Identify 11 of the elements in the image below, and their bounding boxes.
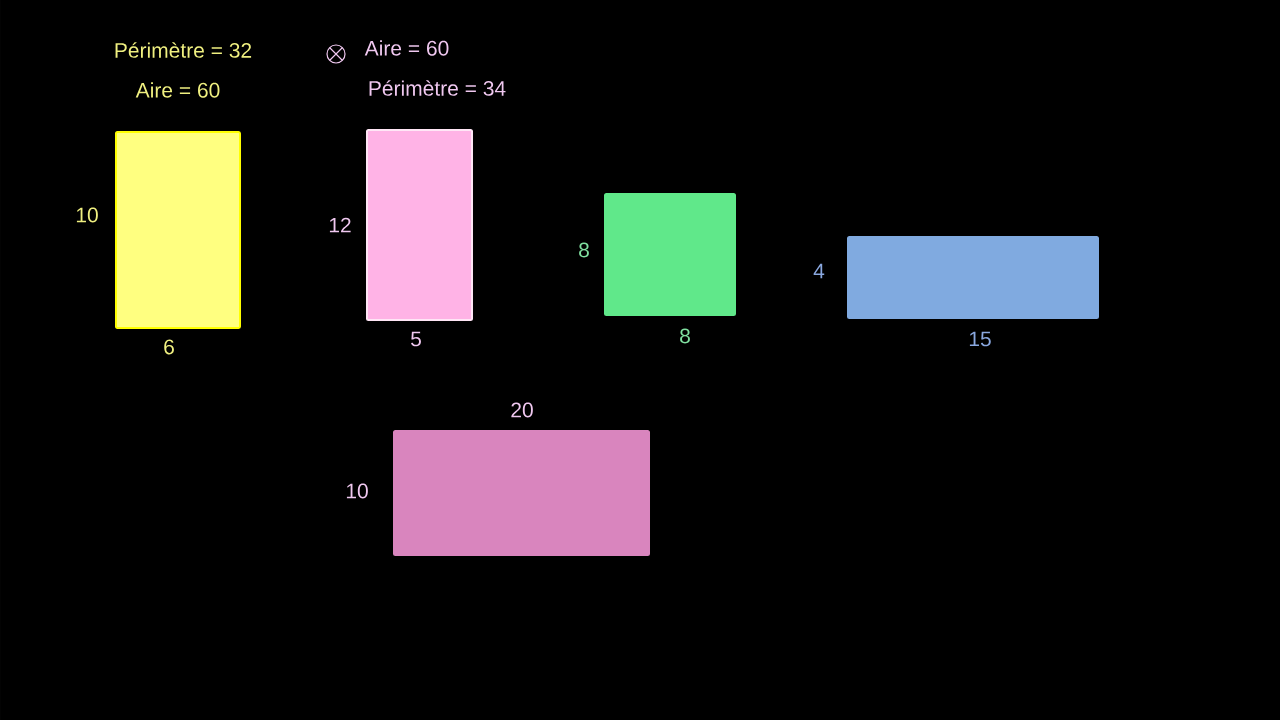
rectangle — [847, 236, 1099, 319]
dimension-label: 4 — [813, 263, 825, 279]
dimension-label: 10 — [346, 483, 368, 499]
formula-text: Périmètre = 34 — [369, 80, 506, 96]
rectangle — [604, 193, 736, 316]
rectangle — [115, 131, 241, 329]
formula-text: Aire = 60 — [364, 40, 449, 56]
rectangle — [366, 129, 473, 321]
rectangle — [393, 430, 650, 556]
formula-text: Aire = 60 — [135, 82, 220, 98]
formula-text: Périmètre = 32 — [115, 42, 252, 58]
